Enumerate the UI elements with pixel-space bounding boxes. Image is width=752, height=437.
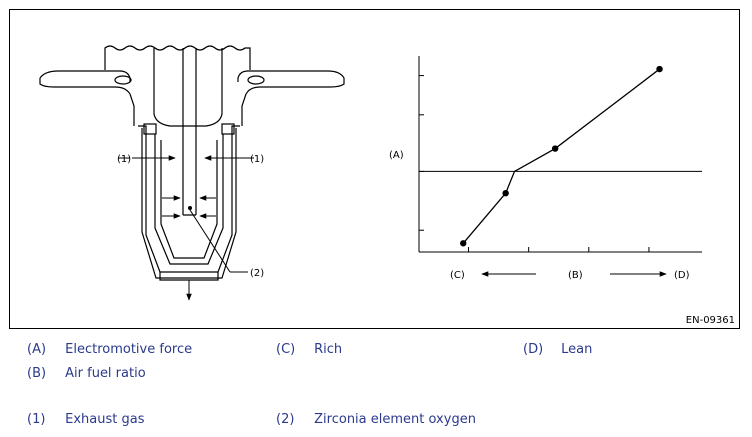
- exhaust-flow-arrows: [118, 155, 254, 301]
- data-point-0: [460, 240, 467, 247]
- outer-shield: [138, 125, 240, 279]
- legend-2: (2) Zirconia element oxygen: [276, 412, 476, 427]
- callout-exhaust-right: (1): [250, 154, 264, 165]
- legend-a: (A) Electromotive force: [27, 342, 192, 357]
- legend-text: Lean: [561, 342, 593, 357]
- sensor-top-cut: [104, 45, 251, 70]
- legend-text: Air fuel ratio: [65, 366, 146, 381]
- data-point-1: [502, 190, 509, 197]
- series-points: [460, 65, 663, 247]
- sensor-body: [129, 93, 247, 126]
- data-point-2: [551, 145, 559, 152]
- center-rod: [182, 48, 197, 216]
- diagram-figure: (1) (1) (2) (A) (C) (B) (D) EN-09361: [9, 9, 740, 329]
- graph-y-label: (A): [389, 150, 404, 161]
- legend-b: (B) Air fuel ratio: [27, 366, 146, 381]
- figure-svg: (1) (1) (2) (A) (C) (B) (D): [39, 45, 702, 301]
- legend-key: (D): [523, 342, 544, 357]
- callout-exhaust-left: (1): [117, 154, 131, 165]
- bottom-plate: [159, 272, 219, 281]
- graph-y-ticks: [419, 75, 424, 231]
- callout-zirconia: (2): [250, 268, 264, 279]
- graph: (A) (C) (B) (D): [389, 56, 702, 281]
- leader-2: [189, 209, 231, 273]
- graph-x-ticks: [468, 247, 650, 252]
- figure-code: EN-09361: [685, 315, 735, 326]
- sensor-flange: [39, 70, 345, 95]
- legend-key: (B): [27, 366, 47, 381]
- graph-left-label: (C): [450, 270, 465, 281]
- legend-key: (1): [27, 412, 46, 427]
- seal-left: [143, 123, 157, 135]
- legend-text: Exhaust gas: [65, 412, 145, 427]
- legend-text: Electromotive force: [65, 342, 193, 357]
- graph-mid-label: (B): [568, 270, 583, 281]
- sensor-neck: [153, 48, 223, 127]
- seal-right: [221, 123, 235, 135]
- legend-d: (D) Lean: [523, 342, 592, 357]
- legend-key: (2): [276, 412, 295, 427]
- series-line: [462, 68, 660, 244]
- graph-right-label: (D): [674, 270, 690, 281]
- oxygen-sensor-drawing: [39, 45, 345, 281]
- legend-text: Rich: [314, 342, 343, 357]
- zirconia-dot: [188, 206, 192, 210]
- inner-shield: [154, 134, 224, 265]
- legend-c: (C) Rich: [276, 342, 342, 357]
- legend-key: (C): [276, 342, 296, 357]
- flange-hole-right: [247, 75, 265, 85]
- legend-text: Zirconia element oxygen: [314, 412, 476, 427]
- legend-key: (A): [27, 342, 47, 357]
- legend-1: (1) Exhaust gas: [27, 412, 145, 427]
- flange-hole-left: [114, 75, 132, 85]
- data-point-3: [656, 65, 663, 73]
